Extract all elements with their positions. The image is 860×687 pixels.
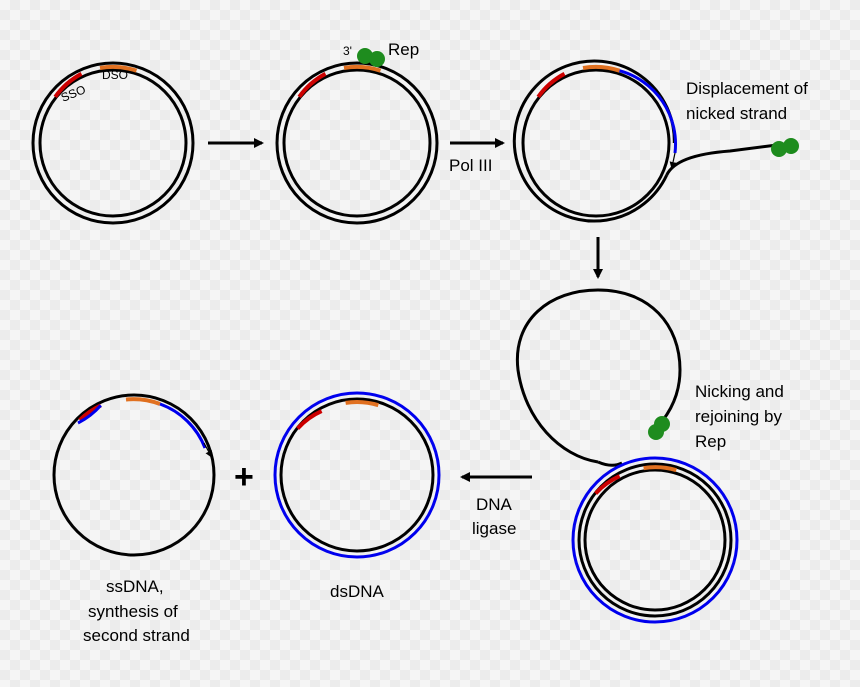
new-strand [159,402,207,449]
new-strand [571,456,739,624]
pol-iii-label: Pol III [449,156,492,175]
rep-protein-icon [369,51,385,67]
new-strand [619,69,678,154]
sso-marker [594,474,621,495]
ssdna-label-line2: synthesis of [88,602,178,621]
dso-label: DSO [102,68,128,82]
sso-marker [297,72,327,99]
nicking-label-line2: rejoining by [695,407,782,426]
rep-protein-icon [654,416,670,432]
ssdna-label-line1: ssDNA, [106,577,164,596]
plus-sign: + [234,458,254,496]
rep-protein-icon [783,138,799,154]
dso-marker [345,400,379,408]
plasmid-ssdna-result: ssDNA, synthesis of second strand [52,393,216,645]
nicking-label-line1: Nicking and [695,382,784,401]
dna-ligase-label-line2: ligase [472,519,516,538]
dso-marker [125,397,161,406]
released-ssdna-loop [515,288,682,464]
plasmid-stage-1: SSO DSO [31,61,195,225]
dsdna-label: dsDNA [330,582,385,601]
dso-marker [343,64,382,73]
displacement-label-line2: nicked strand [686,104,787,123]
three-prime-label: 3' [343,44,352,58]
sso-marker [536,72,566,99]
dso-marker [99,64,138,73]
dna-ligase-label-line1: DNA [476,495,513,514]
displaced-strand [665,143,778,176]
plasmid-stage-2: 3' Rep [275,40,439,225]
dso-marker [582,64,621,73]
nicking-label-line3: Rep [695,432,726,451]
synthesis-direction-arrow [203,442,212,458]
plasmid-stage-3: Displacement of nicked strand [512,59,808,223]
rep-protein-icon [771,141,787,157]
synthesis-direction-arrow [669,152,677,169]
displacement-label-line1: Displacement of [686,79,808,98]
sso-marker [296,409,323,430]
rep-label: Rep [388,40,419,59]
ssdna-label-line3: second strand [83,626,190,645]
sso-marker [53,72,83,99]
new-strand [273,391,441,559]
rep-protein-icon [357,48,373,64]
plasmid-dsdna-result: dsDNA [273,391,441,601]
dso-marker [643,465,677,473]
plasmid-stage-4: Nicking and rejoining by Rep [515,288,784,624]
